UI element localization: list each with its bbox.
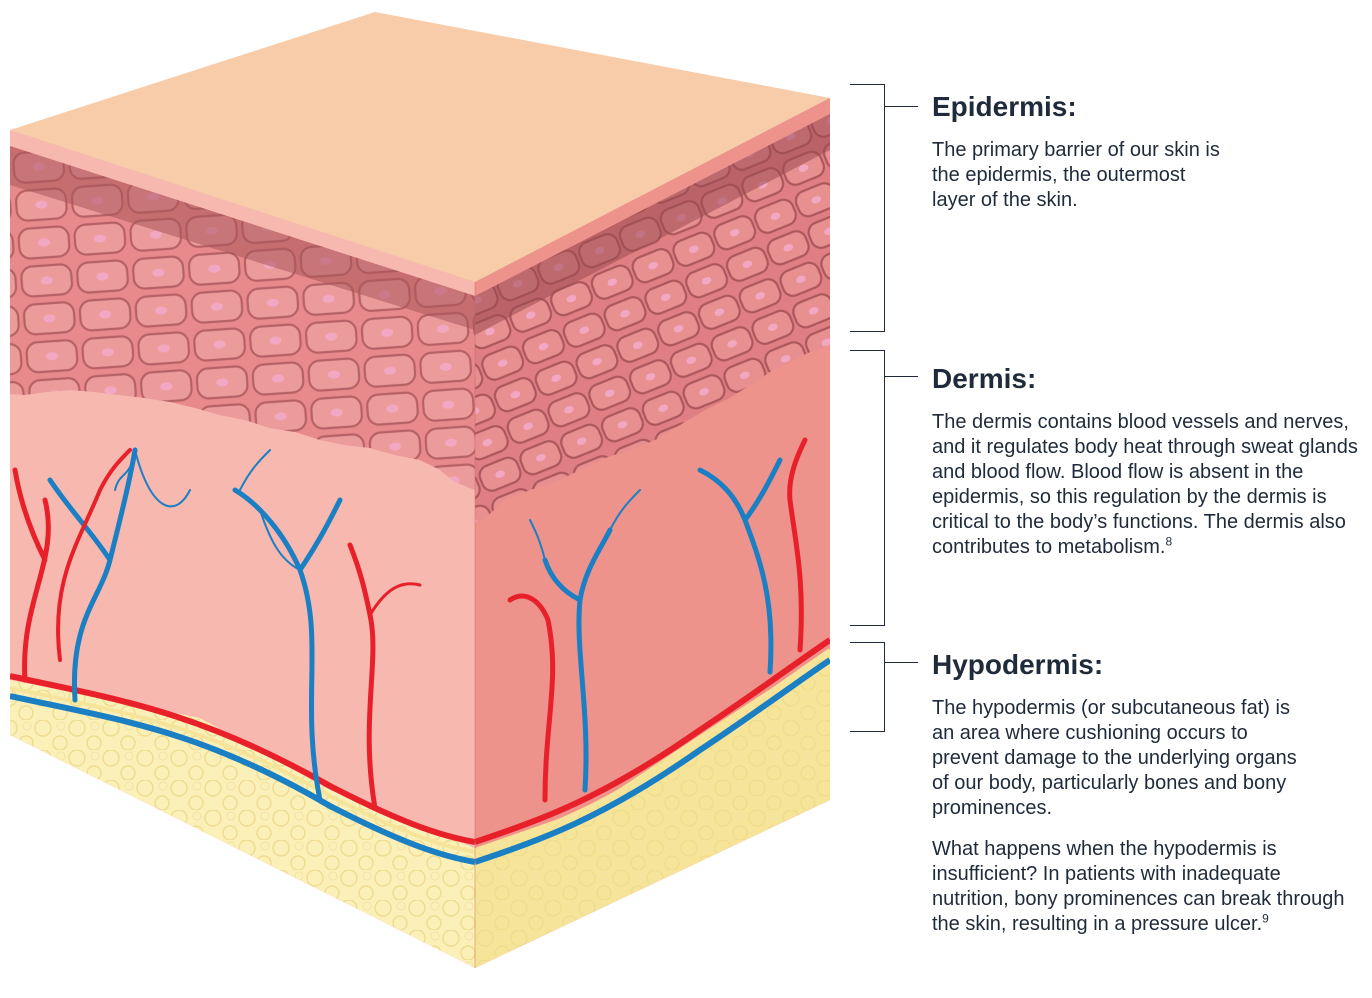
epidermis-label: Epidermis: The primary barrier of our sk… [932, 90, 1362, 213]
epidermis-bracket-tick [884, 106, 918, 107]
dermis-description: The dermis contains blood vessels and ne… [932, 410, 1362, 560]
epidermis-title: Epidermis: [932, 90, 1362, 124]
dermis-reference: 8 [1165, 534, 1172, 548]
hypodermis-title: Hypodermis: [932, 648, 1362, 682]
epidermis-bracket [850, 84, 885, 332]
hypodermis-bracket-tick [884, 662, 918, 663]
hypodermis-question: What happens when the hypodermis is insu… [932, 837, 1357, 937]
hypodermis-description: The hypodermis (or subcutaneous fat) is … [932, 696, 1312, 821]
dermis-label: Dermis: The dermis contains blood vessel… [932, 362, 1362, 560]
skin-layers-diagram [0, 0, 840, 998]
hypodermis-reference: 9 [1262, 911, 1269, 925]
dermis-title: Dermis: [932, 362, 1362, 396]
dermis-bracket-tick [884, 376, 918, 377]
dermis-bracket [850, 350, 885, 626]
dermis-description-text: The dermis contains blood vessels and ne… [932, 411, 1358, 558]
hypodermis-question-text: What happens when the hypodermis is insu… [932, 838, 1344, 935]
hypodermis-label: Hypodermis: The hypodermis (or subcutane… [932, 648, 1362, 937]
hypodermis-bracket [850, 642, 885, 732]
epidermis-description: The primary barrier of our skin is the e… [932, 138, 1222, 213]
